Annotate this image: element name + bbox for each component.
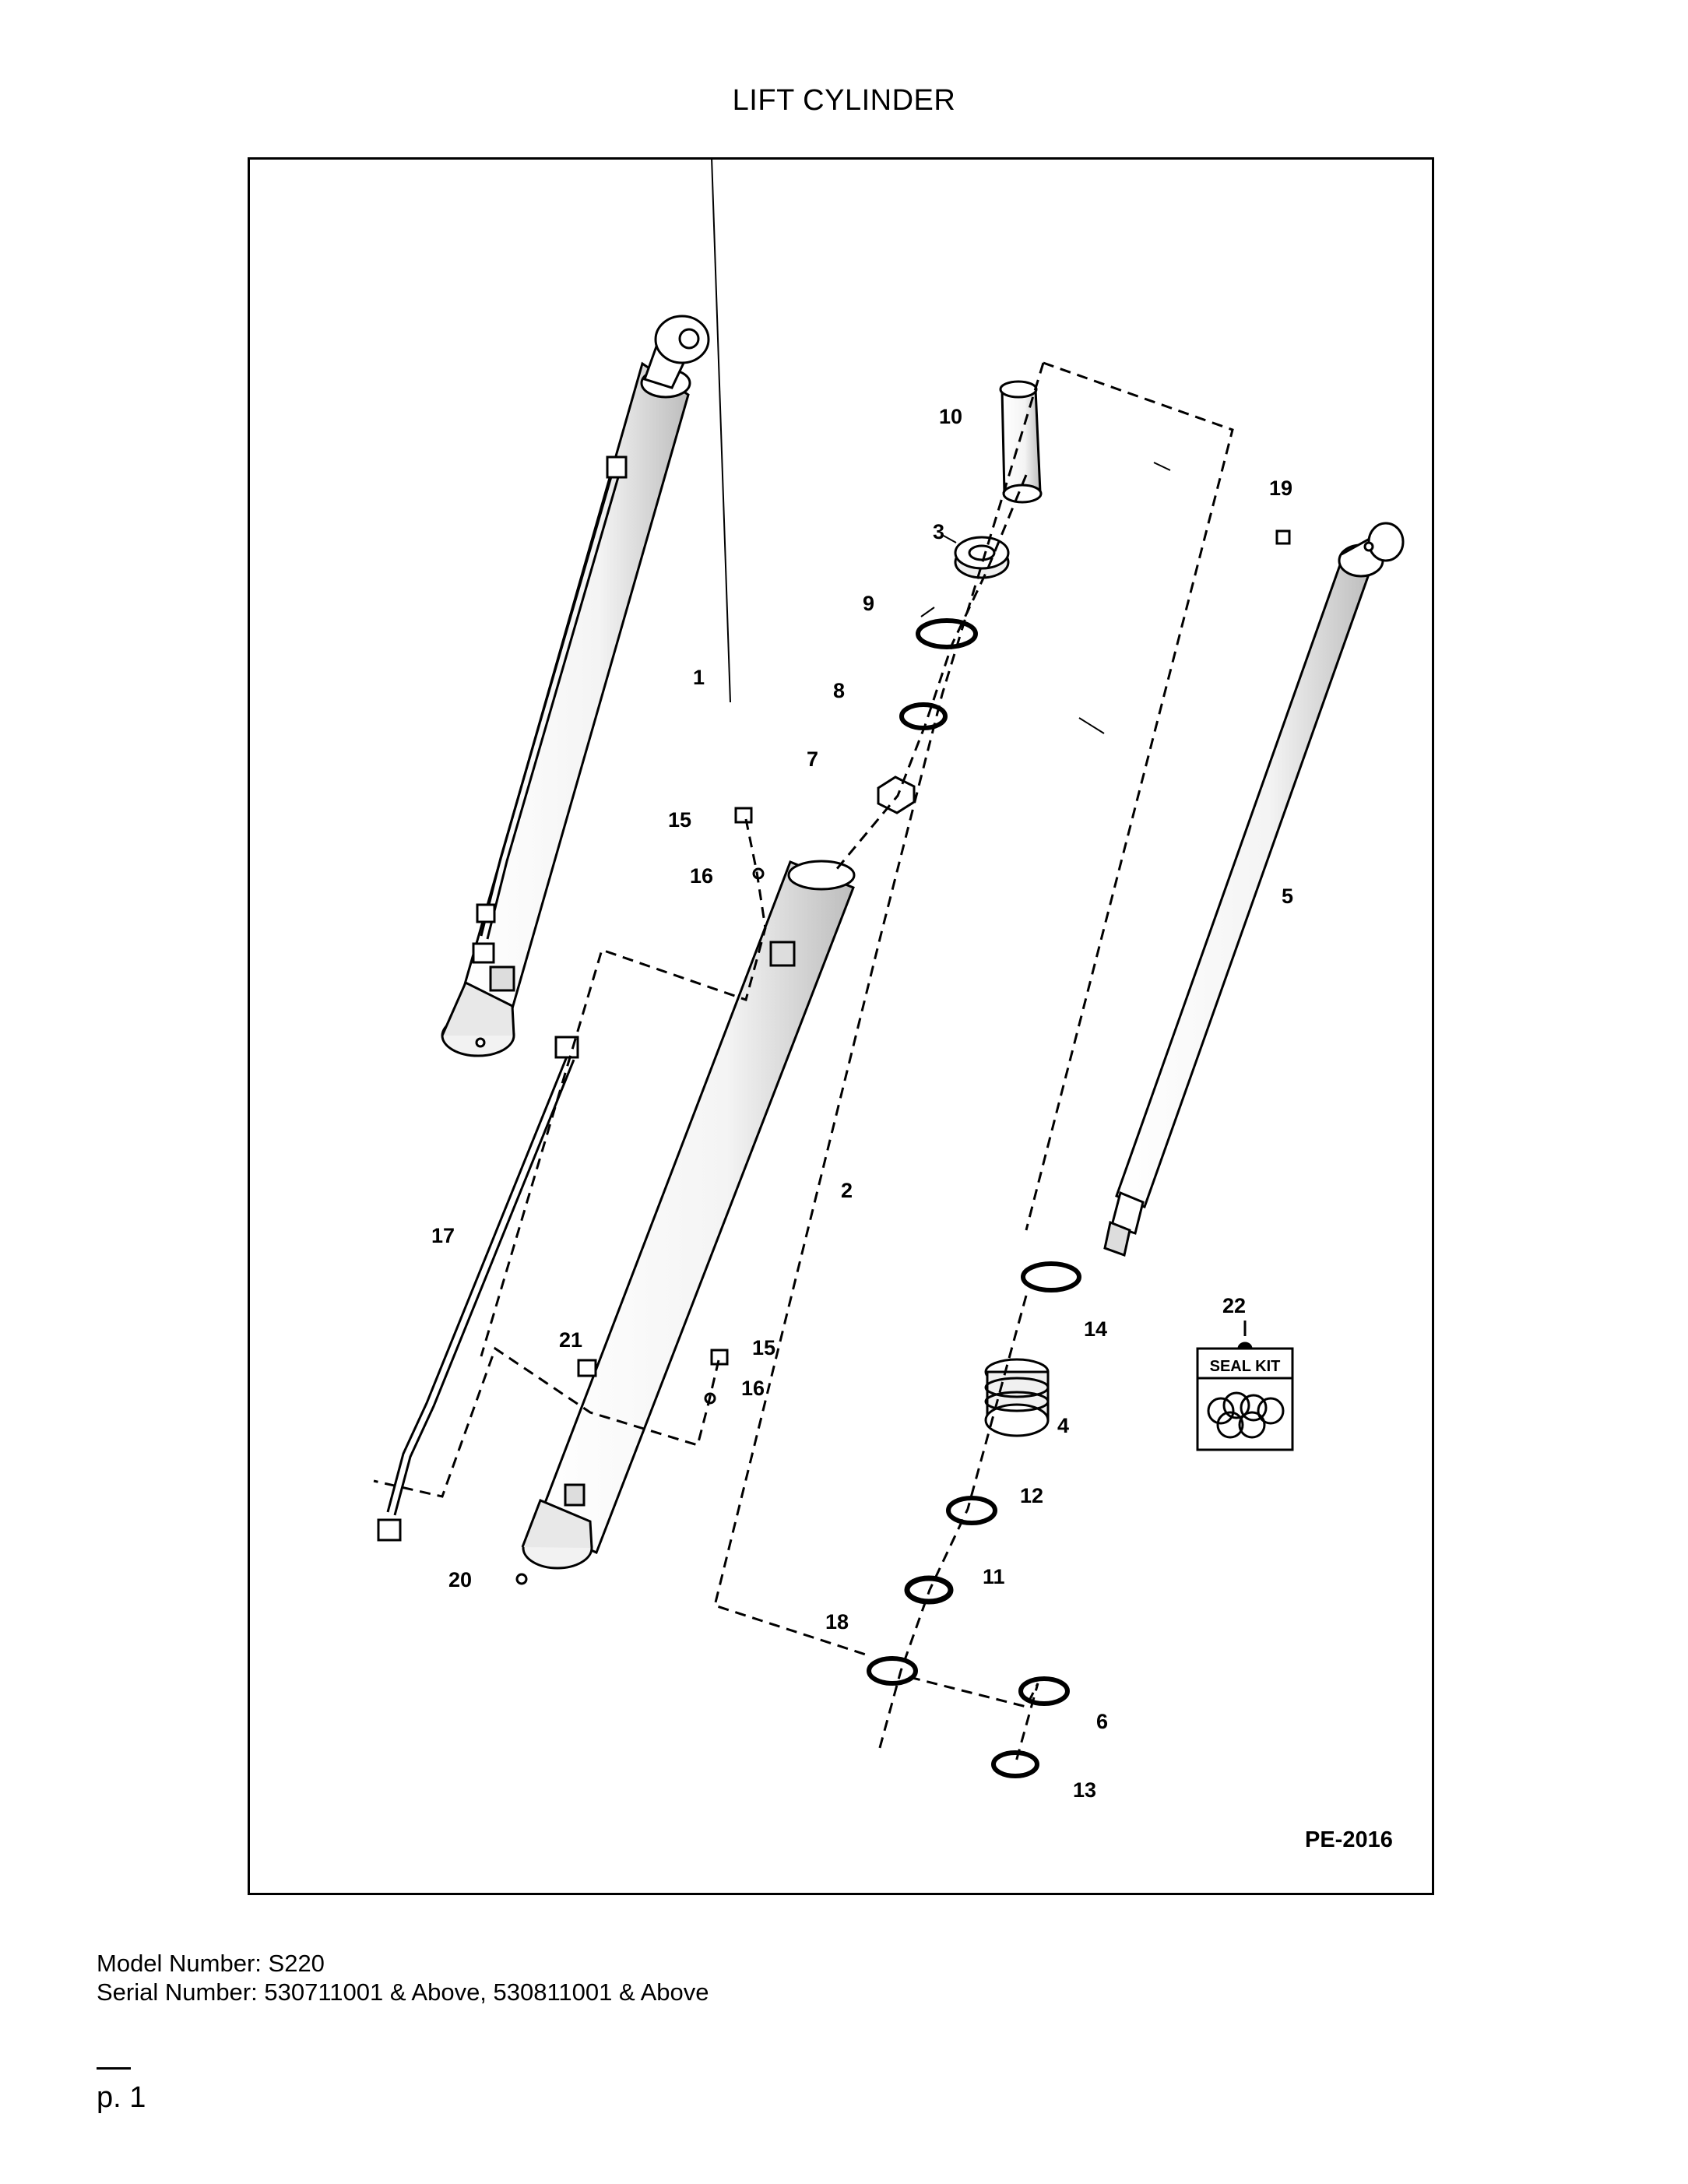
callout-9: 9 xyxy=(863,592,874,615)
callout-3: 3 xyxy=(933,520,944,543)
callout-17: 17 xyxy=(431,1224,455,1247)
assembled-cylinder xyxy=(441,315,710,1057)
callout-7: 7 xyxy=(807,747,818,771)
barrel xyxy=(521,860,856,1570)
callout-1: 1 xyxy=(693,666,705,689)
callout-15a: 15 xyxy=(668,808,691,832)
leader-lines xyxy=(711,157,1171,734)
drawing-code: PE-2016 xyxy=(1305,1827,1393,1852)
callout-11: 11 xyxy=(983,1565,1005,1588)
assembly-lines xyxy=(373,361,1234,1765)
callout-20: 20 xyxy=(448,1568,472,1591)
diagram-frame xyxy=(248,157,1434,1895)
serial-number: Serial Number: 530711001 & Above, 530811… xyxy=(97,1978,709,2006)
seal-kit-label: SEAL KIT xyxy=(1210,1358,1281,1375)
page-divider xyxy=(97,2067,131,2070)
rod xyxy=(1103,522,1405,1257)
small-parts xyxy=(515,380,1291,1778)
seal-kit-box xyxy=(1196,1321,1294,1451)
callout-21: 21 xyxy=(559,1328,582,1352)
callout-labels: 1 2 3 4 5 6 7 8 9 10 11 12 13 14 15 16 1… xyxy=(431,405,1293,1802)
callout-10: 10 xyxy=(939,405,962,428)
callout-6: 6 xyxy=(1096,1710,1108,1733)
callout-12: 12 xyxy=(1020,1484,1043,1507)
callout-4: 4 xyxy=(1057,1414,1069,1437)
callout-13: 13 xyxy=(1073,1778,1096,1802)
parts-diagram: 1 2 3 4 5 6 7 8 9 10 11 12 13 14 15 16 1… xyxy=(373,157,1405,1852)
callout-16b: 16 xyxy=(741,1377,765,1400)
hydraulic-tube xyxy=(377,1036,579,1542)
callout-22: 22 xyxy=(1222,1294,1246,1317)
model-number: Model Number: S220 xyxy=(97,1950,325,1977)
page-number: p. 1 xyxy=(97,2081,146,2114)
callout-16a: 16 xyxy=(690,864,713,888)
callout-2: 2 xyxy=(841,1179,853,1202)
callout-14: 14 xyxy=(1084,1317,1107,1341)
callout-15b: 15 xyxy=(752,1336,775,1359)
callout-18: 18 xyxy=(825,1610,849,1634)
callout-8: 8 xyxy=(833,679,845,702)
page-title: LIFT CYLINDER xyxy=(732,84,956,117)
callout-5: 5 xyxy=(1282,885,1293,908)
callout-19: 19 xyxy=(1269,477,1292,500)
